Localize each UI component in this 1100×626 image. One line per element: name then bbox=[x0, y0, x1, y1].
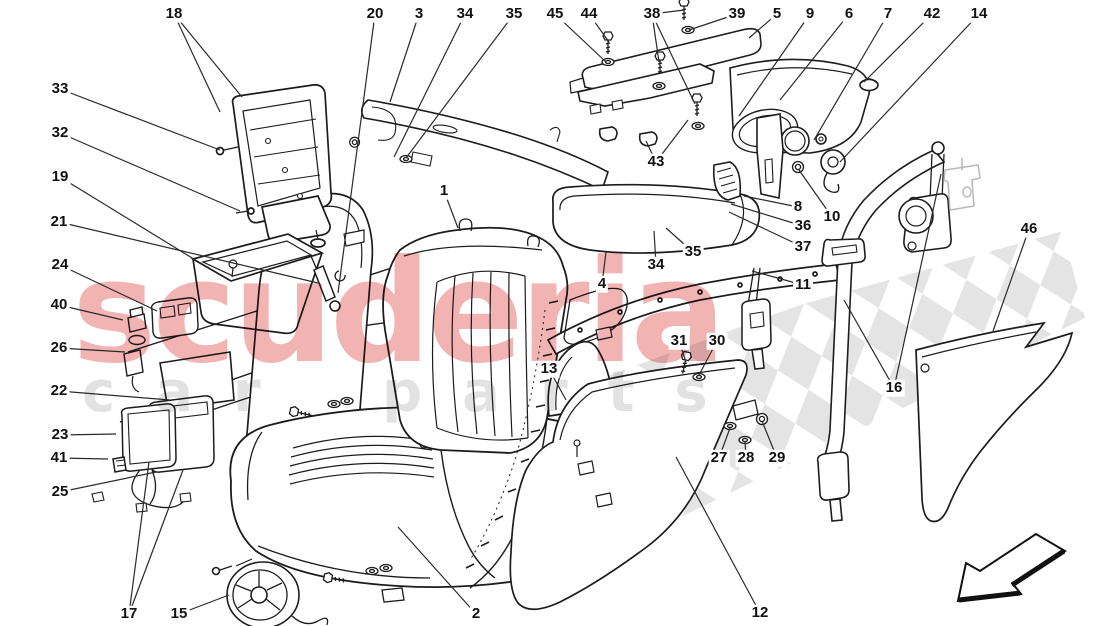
ashtray-and-wiring bbox=[91, 395, 215, 513]
leader-line-35 bbox=[405, 13, 515, 159]
leader-line-9 bbox=[738, 13, 811, 117]
leader-line-16 bbox=[893, 173, 942, 389]
leader-line-5 bbox=[748, 13, 778, 39]
leader-line-26 bbox=[58, 347, 126, 353]
leader-line-16 bbox=[843, 299, 895, 389]
leader-line-8 bbox=[743, 195, 799, 208]
leader-line-6 bbox=[779, 13, 850, 101]
leader-line-43 bbox=[645, 140, 657, 163]
leader-line-43 bbox=[655, 119, 689, 163]
leader-line-39 bbox=[688, 13, 738, 31]
leader-line-18 bbox=[173, 13, 221, 113]
leader-line-45 bbox=[554, 13, 607, 63]
gas-strut bbox=[310, 255, 346, 312]
center-seat-belt-buckle bbox=[741, 267, 772, 370]
leader-line-13 bbox=[548, 368, 567, 401]
leader-line-25 bbox=[59, 471, 157, 493]
leader-line-20 bbox=[337, 13, 376, 294]
leader-line-30 bbox=[698, 340, 718, 376]
leader-line-38 bbox=[651, 9, 685, 15]
leader-line-11 bbox=[751, 270, 804, 286]
leader-line-46 bbox=[992, 228, 1030, 332]
leader-line-7 bbox=[813, 13, 889, 141]
leader-line-34 bbox=[653, 230, 657, 266]
leader-line-23 bbox=[59, 433, 117, 436]
leader-line-33 bbox=[59, 88, 221, 151]
leader-line-27 bbox=[718, 427, 731, 459]
direction-arrow-icon bbox=[956, 532, 1067, 603]
leader-line-21 bbox=[58, 221, 319, 284]
leader-line-36 bbox=[730, 203, 804, 227]
console-switch-cluster bbox=[123, 297, 235, 410]
leader-line-31 bbox=[678, 340, 687, 363]
leader-line-38 bbox=[651, 13, 696, 105]
leader-line-40 bbox=[58, 304, 124, 321]
leader-line-42 bbox=[863, 13, 933, 83]
seat-belt-assembly bbox=[816, 141, 952, 522]
side-trim-panel bbox=[509, 340, 769, 611]
leader-line-24 bbox=[59, 264, 158, 312]
leader-line-22 bbox=[58, 390, 171, 401]
leader-line-29 bbox=[761, 420, 778, 459]
storage-bin bbox=[190, 233, 325, 335]
leader-line-35 bbox=[665, 227, 694, 253]
parcel-shelf-assembly bbox=[569, 0, 879, 201]
leader-line-44 bbox=[588, 13, 610, 43]
speaker bbox=[211, 558, 329, 626]
leader-line-37 bbox=[728, 211, 804, 248]
ghost-bracket bbox=[943, 158, 981, 211]
leader-line-3 bbox=[389, 13, 420, 103]
leader-line-19 bbox=[59, 176, 198, 262]
right-trim-panel bbox=[915, 321, 1074, 523]
leader-line-18 bbox=[173, 13, 243, 98]
leader-line-10 bbox=[798, 169, 833, 218]
leader-line-17 bbox=[128, 469, 184, 615]
leader-line-2 bbox=[397, 526, 477, 615]
leader-line-34 bbox=[393, 13, 466, 158]
seat-backrest bbox=[382, 218, 569, 589]
leader-line-41 bbox=[58, 457, 109, 460]
leader-line-4 bbox=[601, 251, 607, 285]
leader-line-14 bbox=[839, 13, 980, 163]
leader-line-1 bbox=[443, 190, 459, 229]
leader-line-32 bbox=[59, 132, 241, 212]
leader-line-28 bbox=[744, 440, 747, 459]
upper-rail bbox=[348, 99, 609, 192]
leader-line-15 bbox=[178, 594, 230, 615]
leader-line-17 bbox=[128, 461, 150, 615]
leader-line-12 bbox=[675, 456, 761, 614]
